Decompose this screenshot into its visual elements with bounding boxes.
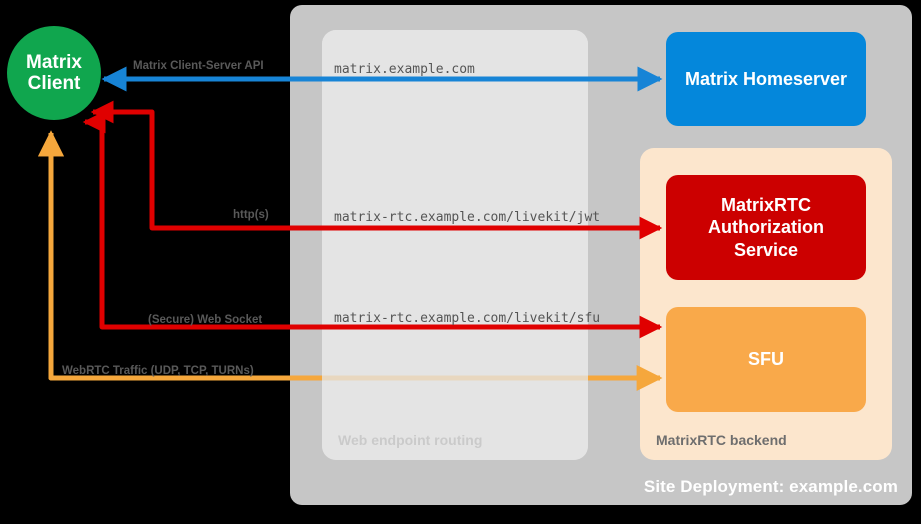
node-matrix-client[interactable]: Matrix Client xyxy=(7,26,101,120)
matrixrtc-backend-label: MatrixRTC backend xyxy=(656,432,787,448)
node-matrixrtc-auth-service-text: MatrixRTC Authorization Service xyxy=(708,194,824,260)
node-sfu-text: SFU xyxy=(748,349,784,369)
node-sfu[interactable]: SFU xyxy=(666,307,866,412)
connector-label-cs-api: Matrix Client-Server API xyxy=(133,60,264,72)
node-matrix-homeserver-text: Matrix Homeserver xyxy=(684,68,848,89)
endpoint-label-jwt: matrix-rtc.example.com/livekit/jwt xyxy=(334,210,601,225)
web-endpoint-routing-overlay xyxy=(322,30,588,460)
connector-webrtc-tail xyxy=(38,130,322,381)
endpoint-label-matrix: matrix.example.com xyxy=(334,62,475,77)
endpoint-label-sfu: matrix-rtc.example.com/livekit/sfu xyxy=(334,311,601,326)
connector-label-webrtc: WebRTC Traffic (UDP, TCP, TURNs) xyxy=(62,365,254,377)
node-matrix-client-text: Matrix Client xyxy=(26,51,82,94)
connector-label-websocket: (Secure) Web Socket xyxy=(148,314,263,326)
site-deployment-label: Site Deployment: example.com xyxy=(643,477,898,496)
node-matrixrtc-auth-service[interactable]: MatrixRTC Authorization Service xyxy=(666,175,866,280)
connector-label-https: http(s) xyxy=(233,209,269,221)
node-matrix-homeserver[interactable]: Matrix Homeserver xyxy=(666,32,866,126)
